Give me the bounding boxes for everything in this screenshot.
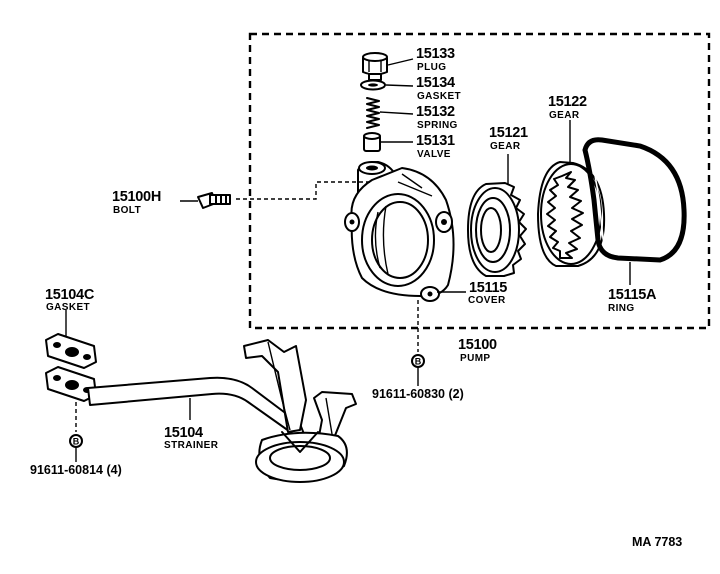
pump-assembly-boundary: [248, 32, 711, 330]
plug-number: 15133: [416, 46, 455, 62]
gasket-top-name: GASKET: [417, 91, 461, 102]
driven-gear-drawing: [537, 161, 606, 267]
strainer-bolt-symbol-letter: B: [73, 437, 80, 447]
strainer-drawing: [45, 339, 357, 483]
figure-code: MA 7783: [632, 535, 682, 549]
ring-name: RING: [608, 303, 635, 314]
pump-bolt-symbol: [411, 300, 425, 386]
valve-number: 15131: [416, 133, 455, 149]
strainer-number: 15104: [164, 425, 203, 441]
strainer-gasket-drawing: [45, 333, 97, 369]
pump-bolt-symbol-letter: B: [415, 357, 422, 367]
pump-cover-drawing: [344, 161, 455, 302]
bolt-name: BOLT: [113, 205, 141, 216]
valve-name: VALVE: [417, 149, 451, 160]
bolt-number: 15100H: [112, 189, 161, 205]
cover-number: 15115: [469, 280, 507, 296]
spring-name: SPRING: [417, 120, 458, 131]
drive-gear-number: 15121: [489, 125, 528, 141]
spring-drawing: [366, 97, 380, 129]
spring-number: 15132: [416, 104, 455, 120]
strainer-bolt-symbol: [69, 402, 83, 462]
cover-name: COVER: [468, 295, 506, 306]
strainer-gasket-name: GASKET: [46, 302, 90, 313]
gasket-ring-drawing: [360, 79, 386, 91]
plug-drawing: [362, 52, 388, 81]
o-ring-inner-line: [589, 143, 680, 256]
drive-gear-name: GEAR: [490, 141, 521, 152]
drive-gear-drawing: [467, 182, 527, 277]
pump-bolt-ref: 91611-60830 (2): [372, 387, 464, 401]
valve-drawing: [363, 132, 381, 152]
bolt-15100h-drawing: [197, 192, 231, 209]
pump-name: PUMP: [460, 353, 491, 364]
driven-gear-number: 15122: [548, 94, 587, 110]
strainer-bolt-ref: 91611-60814 (4): [30, 463, 122, 477]
strainer-name: STRAINER: [164, 440, 219, 451]
plug-name: PLUG: [417, 62, 446, 73]
pump-number: 15100: [458, 337, 497, 353]
strainer-gasket-number: 15104C: [45, 287, 95, 303]
gasket-top-number: 15134: [416, 75, 455, 91]
driven-gear-name: GEAR: [549, 110, 580, 121]
o-ring-drawing: [582, 137, 687, 263]
ring-number: 15115A: [608, 287, 657, 303]
